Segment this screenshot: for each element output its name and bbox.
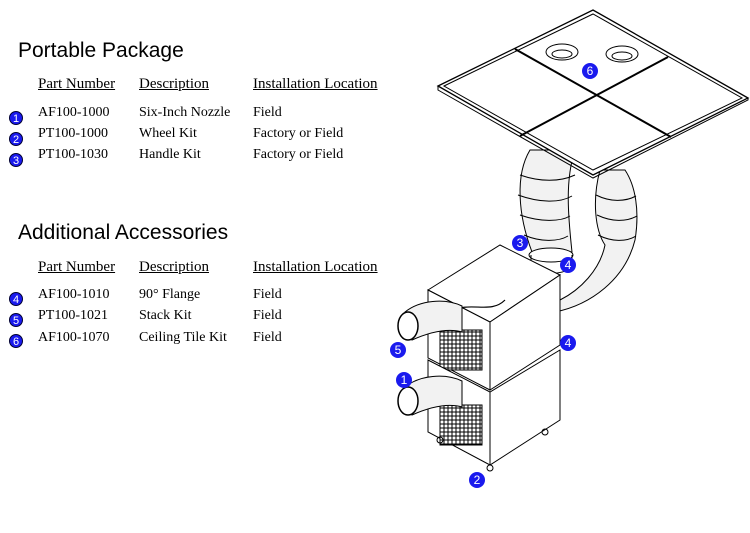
- part-number: AF100-1000: [38, 105, 110, 120]
- ceiling-tile: [436, 9, 750, 179]
- description: Six-Inch Nozzle: [139, 105, 231, 120]
- part-number: PT100-1030: [38, 147, 108, 162]
- part-number: AF100-1010: [38, 287, 110, 302]
- installation-location: Factory or Field: [253, 147, 344, 162]
- installation-location: Factory or Field: [253, 126, 344, 141]
- description: Wheel Kit: [139, 126, 197, 141]
- header-description: Description: [139, 76, 209, 92]
- section-title-additional-accessories: Additional Accessories: [18, 221, 229, 244]
- description: Ceiling Tile Kit: [139, 330, 227, 345]
- callout-badge: 6: [9, 334, 23, 348]
- header-installation-location: Installation Location: [253, 259, 378, 275]
- callout-wheel: 2: [469, 472, 485, 488]
- installation-location: Field: [253, 308, 282, 323]
- part-number: PT100-1021: [38, 308, 108, 323]
- header-description: Description: [139, 259, 209, 275]
- duct-hoses: [517, 149, 638, 313]
- header-installation-location: Installation Location: [253, 76, 378, 92]
- callout-badge: 1: [9, 111, 23, 125]
- section-title-portable-package: Portable Package: [18, 39, 184, 62]
- header-part-number: Part Number: [38, 76, 116, 92]
- callout-badge: 2: [9, 132, 23, 146]
- callout-handle: 3: [512, 235, 528, 251]
- callout-badge: 3: [9, 153, 23, 167]
- description: Stack Kit: [139, 308, 192, 323]
- callout-flange-bottom: 4: [560, 335, 576, 351]
- callout-ceiling-tile: 6: [582, 63, 598, 79]
- installation-location: Field: [253, 330, 282, 345]
- installation-location: Field: [253, 287, 282, 302]
- callout-flange-top: 4: [560, 257, 576, 273]
- installation-location: Field: [253, 105, 282, 120]
- nozzles: [397, 300, 463, 416]
- callout-badge: 4: [9, 292, 23, 306]
- part-number: AF100-1070: [38, 330, 110, 345]
- lower-unit: [427, 349, 561, 472]
- callout-stack: 5: [390, 342, 406, 358]
- header-part-number: Part Number: [38, 259, 116, 275]
- description: 90° Flange: [139, 287, 201, 302]
- part-number: PT100-1000: [38, 126, 108, 141]
- callout-badge: 5: [9, 313, 23, 327]
- callout-nozzle: 1: [396, 372, 412, 388]
- description: Handle Kit: [139, 147, 201, 162]
